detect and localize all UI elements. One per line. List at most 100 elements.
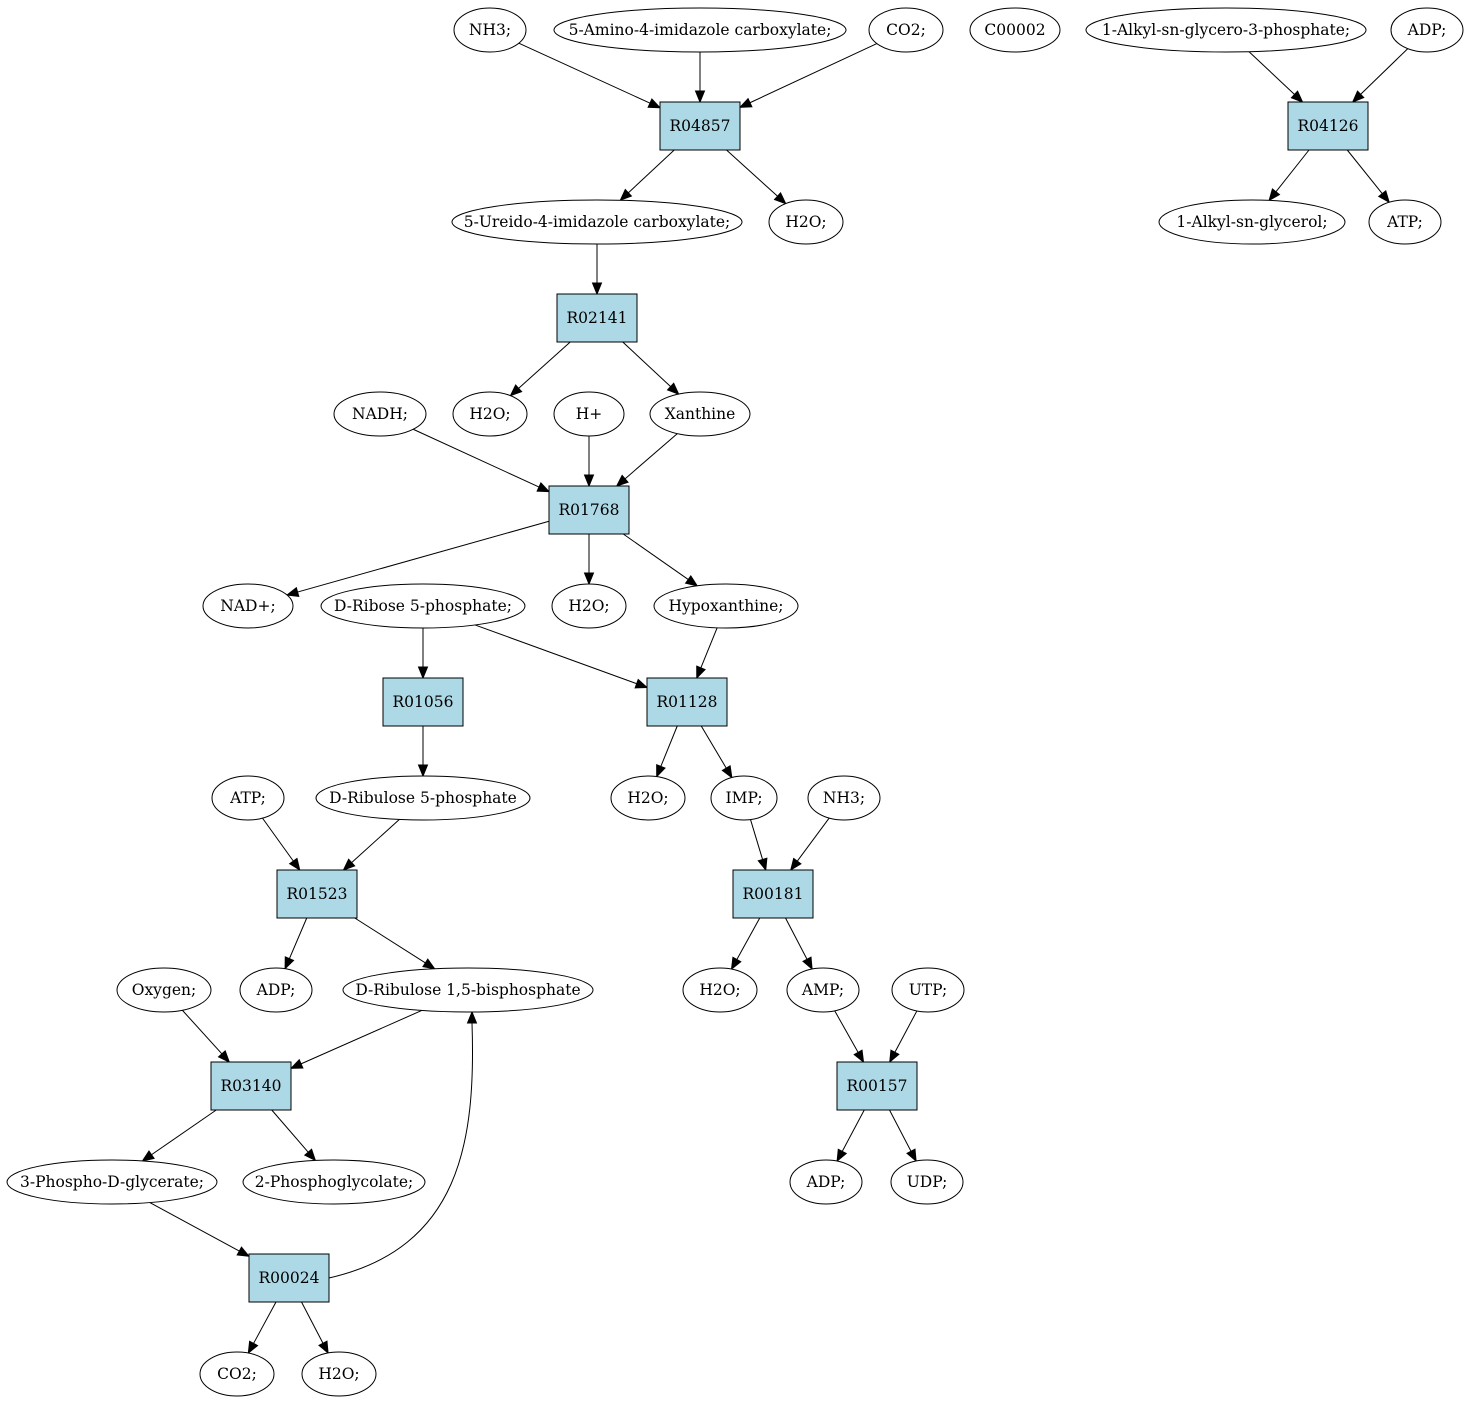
compound-node-adp-mid[interactable]: ADP; — [239, 967, 313, 1013]
compound-ellipse — [1158, 199, 1346, 245]
compound-ellipse — [451, 199, 743, 245]
compound-node-co2-bot[interactable]: CO2; — [199, 1351, 275, 1397]
reaction-node-r01128[interactable]: R01128 — [646, 677, 728, 727]
edge-line — [623, 433, 678, 480]
compound-node-h2o-d[interactable]: H2O; — [610, 775, 686, 821]
edge-r01768-to-nadplus — [285, 520, 550, 597]
compound-node-h2o-e[interactable]: H2O; — [682, 967, 758, 1013]
edge-line — [1248, 51, 1296, 96]
compound-node-ribulose5p[interactable]: D-Ribulose 5-phosphate — [315, 775, 531, 821]
edge-atp-mid-to-r01523 — [262, 817, 301, 872]
edge-co2-top-to-r04857 — [738, 43, 878, 108]
compound-node-h2o-c[interactable]: H2O; — [551, 583, 627, 629]
compound-node-hplus[interactable]: H+ — [553, 391, 625, 437]
arrowhead — [583, 572, 595, 586]
reaction-node-r00181[interactable]: R00181 — [732, 869, 814, 919]
compound-node-pgly2[interactable]: 2-Phosphoglycolate; — [242, 1159, 426, 1205]
compound-node-pga3[interactable]: 3-Phospho-D-glycerate; — [6, 1159, 218, 1205]
compound-node-nh3-mid[interactable]: NH3; — [807, 775, 881, 821]
compound-node-aica[interactable]: 5-Amino-4-imidazole carboxylate; — [553, 7, 847, 53]
node-label: H2O; — [568, 597, 609, 615]
compound-node-imp[interactable]: IMP; — [710, 775, 778, 821]
compound-node-alkylg3p[interactable]: 1-Alkyl-sn-glycero-3-phosphate; — [1085, 7, 1367, 53]
arrowhead — [647, 98, 662, 109]
edge-r04126-to-alkylglycerol — [1268, 149, 1310, 202]
edge-line — [150, 1109, 217, 1156]
compound-ellipse — [242, 1159, 426, 1205]
node-label: R00181 — [743, 885, 804, 903]
edge-r02141-to-h2o-b — [509, 341, 571, 397]
compound-node-h2o-a[interactable]: H2O; — [768, 199, 844, 245]
reaction-node-r04126[interactable]: R04126 — [1287, 101, 1369, 151]
compound-node-ribose5p[interactable]: D-Ribose 5-phosphate; — [320, 583, 526, 629]
arrowhead — [318, 1340, 329, 1355]
edge-line — [149, 1202, 241, 1252]
edge-line — [299, 1009, 422, 1065]
compound-node-adp-low[interactable]: ADP; — [789, 1159, 863, 1205]
compound-node-alkylglycerol[interactable]: 1-Alkyl-sn-glycerol; — [1158, 199, 1346, 245]
arrowhead — [1268, 188, 1281, 202]
compound-node-ureido[interactable]: 5-Ureido-4-imidazole carboxylate; — [451, 199, 743, 245]
compound-node-amp[interactable]: AMP; — [786, 967, 860, 1013]
compound-node-co2-top[interactable]: CO2; — [868, 7, 944, 53]
compound-node-rubp[interactable]: D-Ribulose 1,5-bisphosphate — [342, 967, 594, 1013]
compound-node-h2o-f[interactable]: H2O; — [301, 1351, 377, 1397]
reaction-box — [836, 1061, 918, 1111]
edge-adp-top-to-r04126 — [1351, 48, 1409, 103]
edge-line — [889, 1109, 912, 1153]
compound-node-c00002[interactable]: C00002 — [969, 7, 1061, 53]
compound-ellipse — [301, 1351, 377, 1397]
node-label: ADP; — [806, 1173, 846, 1191]
edge-line — [841, 1109, 865, 1153]
reaction-node-r01768[interactable]: R01768 — [548, 485, 630, 535]
compound-node-nadh[interactable]: NADH; — [333, 391, 427, 437]
reaction-node-r04857[interactable]: R04857 — [659, 101, 741, 151]
arrowhead — [509, 384, 523, 397]
compound-node-atp-top[interactable]: ATP; — [1368, 199, 1442, 245]
edge-line — [262, 817, 295, 863]
reaction-box — [382, 677, 464, 727]
reaction-node-r00024[interactable]: R00024 — [248, 1253, 330, 1303]
compound-node-oxygen[interactable]: Oxygen; — [116, 967, 212, 1013]
reaction-node-r00157[interactable]: R00157 — [836, 1061, 918, 1111]
compound-ellipse — [868, 7, 944, 53]
reaction-node-r01056[interactable]: R01056 — [382, 677, 464, 727]
reaction-node-r02141[interactable]: R02141 — [556, 293, 638, 343]
compound-ellipse — [342, 967, 594, 1013]
node-label: R00157 — [847, 1077, 908, 1095]
edge-ureido-to-r02141 — [591, 244, 603, 296]
compound-node-h2o-b[interactable]: H2O; — [452, 391, 528, 437]
compound-ellipse — [239, 967, 313, 1013]
node-label: UDP; — [907, 1173, 948, 1191]
reaction-node-r03140[interactable]: R03140 — [210, 1061, 292, 1111]
reaction-box — [646, 677, 728, 727]
node-label: R01768 — [559, 501, 620, 519]
compound-node-hypoxanthine[interactable]: Hypoxanthine; — [653, 583, 799, 629]
edge-line — [296, 520, 550, 593]
edge-imp-to-r00181 — [750, 819, 768, 872]
compound-node-utp[interactable]: UTP; — [891, 967, 965, 1013]
compound-node-udp[interactable]: UDP; — [890, 1159, 964, 1205]
reaction-node-r01523[interactable]: R01523 — [276, 869, 358, 919]
compound-node-atp-mid[interactable]: ATP; — [211, 775, 285, 821]
edge-r00181-to-amp — [785, 917, 813, 971]
edge-line — [474, 624, 638, 685]
node-label: C00002 — [984, 21, 1045, 39]
reaction-box — [276, 869, 358, 919]
compound-node-adp-top[interactable]: ADP; — [1390, 7, 1464, 53]
arrowhead — [303, 1148, 317, 1162]
compound-node-xanthine[interactable]: Xanthine — [649, 391, 751, 437]
node-label: H2O; — [627, 789, 668, 807]
compound-ellipse — [710, 775, 778, 821]
node-label: R01056 — [393, 693, 454, 711]
arrowhead — [730, 956, 742, 971]
arrowhead — [417, 666, 429, 680]
node-label: CO2; — [217, 1365, 257, 1383]
compound-node-nh3-top[interactable]: NH3; — [453, 7, 527, 53]
node-label: R00024 — [259, 1269, 320, 1287]
compound-ellipse — [553, 7, 847, 53]
compound-node-nadplus[interactable]: NAD+; — [202, 583, 294, 629]
arrowhead — [217, 1049, 231, 1063]
edge-oxygen-to-r03140 — [181, 1009, 231, 1063]
